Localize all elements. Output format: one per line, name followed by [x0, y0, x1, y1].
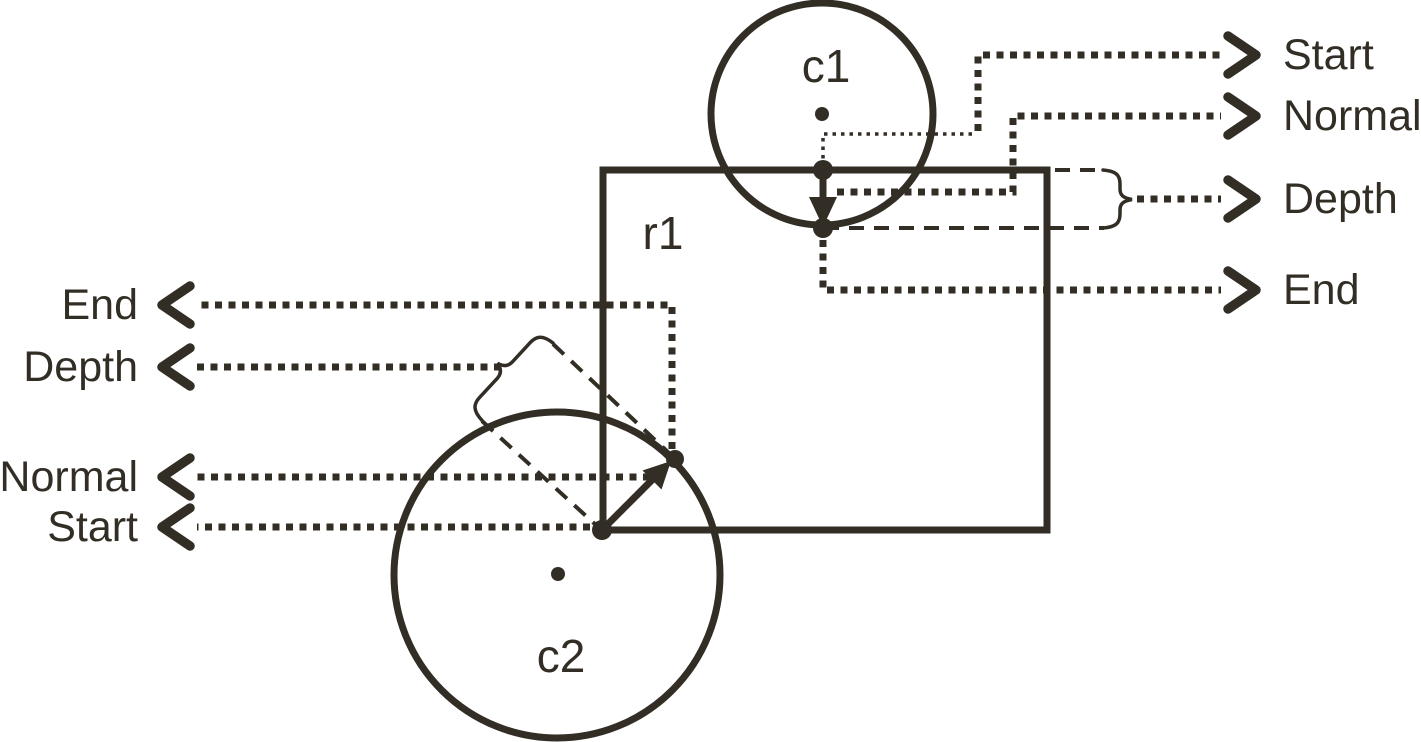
c2-depth-brace [473, 335, 555, 422]
circle-c2: c2 [390, 408, 724, 742]
normal-left-arrow-icon [157, 453, 195, 501]
c1-normal-arrowhead [809, 197, 837, 227]
normal-left-label: Normal [0, 453, 138, 501]
c1-depth-brace [1101, 168, 1133, 230]
circle-c2-center-dot [551, 567, 565, 581]
rect-r1-label: r1 [643, 207, 684, 259]
c2-normal-arrow-shaft [599, 476, 656, 533]
depth-left-arrow-icon [157, 343, 195, 391]
callout-end-right: End [819, 240, 1360, 314]
depth-right-label: Depth [1283, 175, 1398, 223]
c2-contact-construction [473, 335, 684, 540]
circle-c1-label: c1 [802, 40, 851, 92]
start-left-arrow-icon [157, 503, 195, 551]
end-left-label: End [61, 281, 138, 329]
callout-normal-right: Normal [837, 92, 1421, 196]
end-right-arrow-icon [1223, 266, 1261, 314]
c2-depth-upper-dashed-line [551, 342, 672, 456]
callout-depth-left: Depth [23, 343, 501, 391]
c2-end-point-dot [666, 450, 684, 468]
start-left-label: Start [47, 503, 138, 551]
circle-c2-label: c2 [537, 630, 586, 682]
end-left-arrow-icon [157, 281, 195, 329]
depth-right-arrow-icon [1223, 175, 1261, 223]
c1-start-point-dot [813, 160, 833, 180]
c2-normal-arrowhead [642, 461, 671, 490]
callout-start-left: Start [47, 503, 590, 551]
callout-end-left: End [61, 281, 676, 449]
normal-right-label: Normal [1283, 92, 1421, 140]
callout-normal-left: Normal [0, 453, 650, 501]
c1-contact-construction [809, 160, 1133, 238]
start-right-label: Start [1283, 31, 1374, 79]
callout-depth-right: Depth [1137, 175, 1398, 223]
c1-end-point-dot [813, 218, 833, 238]
start-right-arrow-icon [1223, 31, 1261, 79]
circle-c1-center-dot [815, 107, 829, 121]
depth-left-label: Depth [23, 343, 138, 391]
start-right-connector-thin-dotted [821, 132, 976, 167]
normal-right-arrow-icon [1223, 92, 1261, 140]
callout-start-right: Start [821, 31, 1374, 167]
end-left-dotted-line [197, 301, 676, 449]
end-right-label: End [1283, 266, 1360, 314]
normal-right-dotted-line [837, 112, 1221, 196]
circle-c2-outline [390, 408, 724, 742]
end-right-dotted-line [819, 240, 1221, 294]
